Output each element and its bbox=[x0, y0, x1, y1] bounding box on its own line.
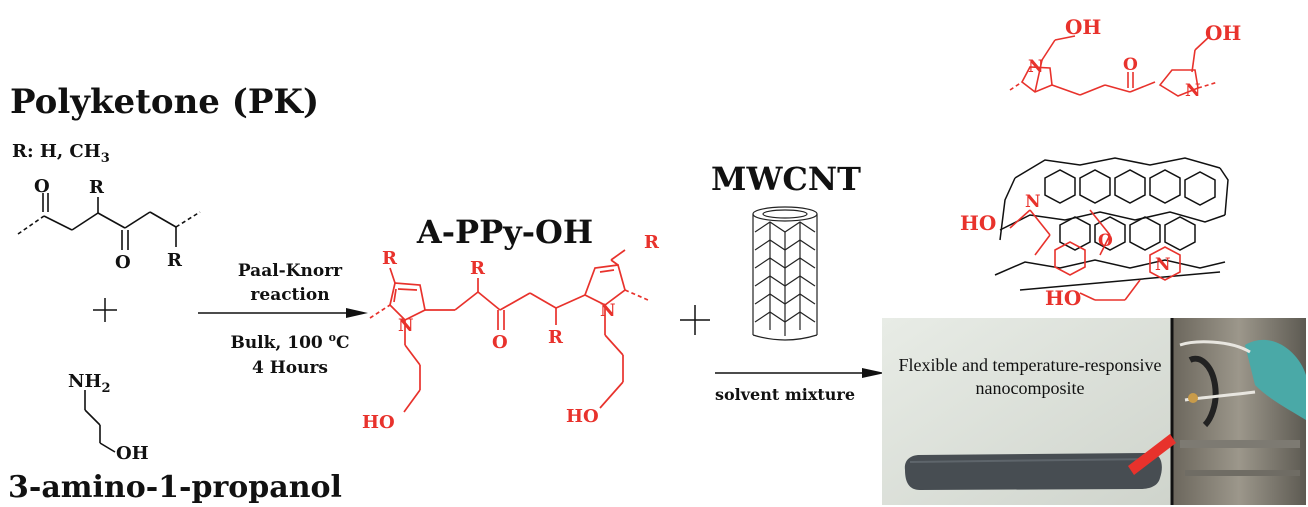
nanocomposite-photo bbox=[882, 318, 1306, 505]
pointer-arrow bbox=[1128, 434, 1176, 475]
reaction1-name-line2: reaction bbox=[250, 285, 329, 305]
appy-r-1: R bbox=[382, 248, 398, 269]
appy-oxygen: O bbox=[492, 332, 508, 353]
plus-sign-2 bbox=[680, 305, 710, 335]
bent-film bbox=[1188, 355, 1219, 428]
photo-caption: Flexible and temperature-responsive nano… bbox=[898, 355, 1162, 398]
amine-group: NH2 bbox=[68, 371, 111, 396]
reaction1-conditions: Bulk, 100 oC bbox=[230, 331, 349, 353]
reaction2-conditions: solvent mixture bbox=[715, 385, 855, 404]
appy-r-4: R bbox=[644, 232, 660, 253]
composite-hydroxyl-2: OH bbox=[1205, 21, 1241, 45]
composite-hydroxyl-4: HO bbox=[1045, 286, 1081, 310]
pk-r-definition: R: H, CH3 bbox=[12, 141, 110, 166]
pk-oxygen-1: O bbox=[34, 176, 50, 197]
reaction-arrow-1 bbox=[198, 308, 368, 318]
composite-nitrogen-1: N bbox=[1028, 57, 1044, 77]
appy-hydroxyl-2: HO bbox=[566, 406, 599, 427]
appy-r-2: R bbox=[470, 258, 486, 279]
cnt-drawing bbox=[752, 206, 818, 341]
product-name: A-PPy-OH bbox=[416, 213, 593, 251]
reaction1-time: 4 Hours bbox=[252, 358, 328, 378]
composite-oxygen-2: O bbox=[1098, 231, 1113, 251]
aminopropanol-structure bbox=[84, 390, 116, 453]
hydroxyl-group: OH bbox=[116, 443, 149, 464]
plus-sign-1 bbox=[93, 298, 117, 322]
appy-structure bbox=[369, 249, 649, 413]
composite-nitrogen-2: N bbox=[1185, 81, 1201, 101]
gloved-hand bbox=[1245, 339, 1306, 420]
appy-nitrogen-1: N bbox=[398, 316, 414, 336]
cnt-name: MWCNT bbox=[711, 160, 861, 198]
composite-hydroxyl-3: HO bbox=[960, 211, 996, 235]
pk-structure bbox=[17, 193, 201, 250]
composite-oxygen: O bbox=[1123, 55, 1138, 75]
composite-nitrogen-4: N bbox=[1155, 255, 1171, 275]
reagent-name: 3-amino-1-propanol bbox=[8, 470, 342, 505]
appy-nitrogen-2: N bbox=[600, 301, 616, 321]
appy-hydroxyl-1: HO bbox=[362, 412, 395, 433]
pk-oxygen-2: O bbox=[115, 252, 131, 273]
appy-r-3: R bbox=[548, 327, 564, 348]
reaction1-name-line1: Paal-Knorr bbox=[238, 261, 343, 281]
composite-hydroxyl-1: OH bbox=[1065, 15, 1101, 39]
pk-r-2: R bbox=[167, 250, 183, 271]
nanocomposite-drawing bbox=[994, 35, 1229, 301]
reaction-arrow-2 bbox=[715, 368, 885, 378]
pk-title: Polyketone (PK) bbox=[10, 82, 319, 122]
composite-nitrogen-3: N bbox=[1025, 192, 1041, 212]
pk-r-1: R bbox=[89, 177, 105, 198]
